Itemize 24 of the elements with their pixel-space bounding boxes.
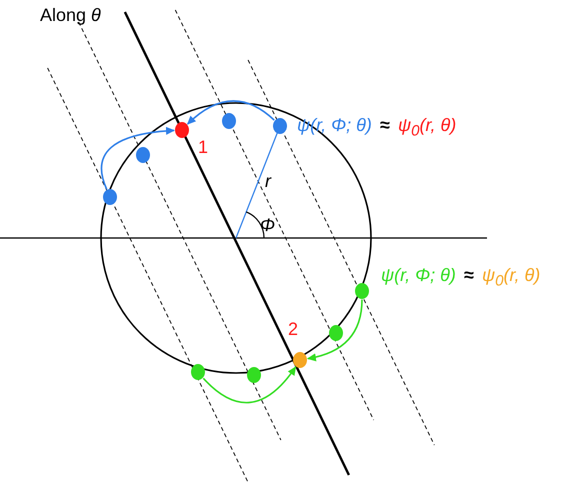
variable-label: Φ [260, 214, 276, 236]
formula: ψ$_{0}$(r, θ) [482, 264, 540, 292]
approx-sign: ≈ [464, 264, 474, 286]
sample-point [191, 364, 205, 380]
sample-point [175, 122, 189, 138]
curved-arrow [306, 299, 363, 361]
point-number: 1 [198, 136, 208, 158]
axis-label: Along θ [40, 4, 101, 26]
variable-label: r [265, 170, 271, 192]
formula: ψ$_{0}$(r, θ) [398, 114, 456, 142]
sample-point [103, 189, 117, 205]
sample-point [136, 147, 150, 163]
sample-point [355, 283, 369, 299]
curved-arrow [202, 366, 296, 404]
curved-arrow [186, 100, 275, 125]
curved-arrow [100, 127, 175, 190]
sample-point [293, 352, 307, 368]
formula: ψ(r, Φ; θ) [381, 264, 456, 286]
sample-point [273, 118, 287, 134]
point-number: 2 [288, 318, 298, 340]
sample-point [247, 367, 261, 383]
sample-point [329, 325, 343, 341]
approx-sign: ≈ [380, 114, 390, 136]
sample-point [222, 113, 236, 129]
